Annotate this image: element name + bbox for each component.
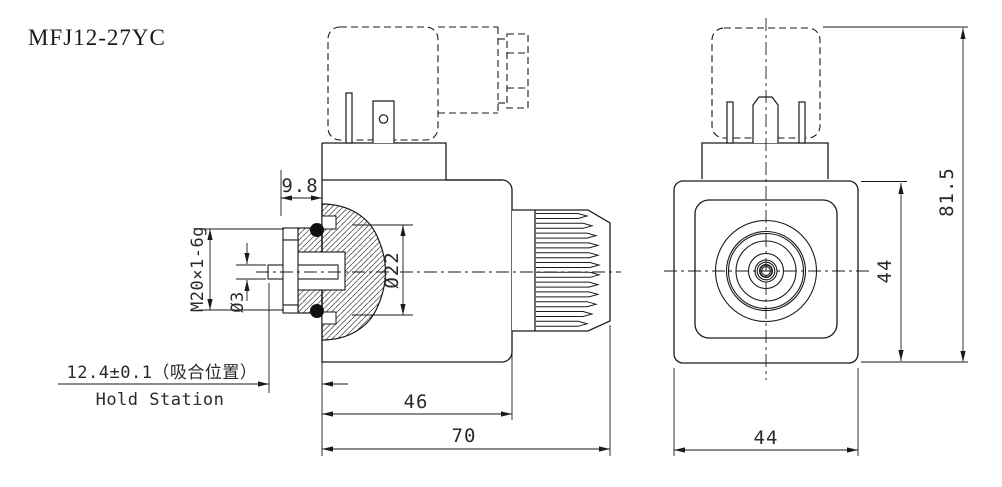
o-ring-bottom [310,304,324,318]
dim-thread: M20×1-6g [188,226,208,312]
front-dimension-arrows [207,195,610,452]
dim-overall-height: 81.5 [936,167,958,217]
terminal-pins [345,92,395,144]
side-top-flange [701,142,829,179]
front-dimensions [58,170,611,456]
dim-tube-diameter: Ø22 [381,251,403,288]
dim-face-height: 44 [874,259,896,284]
dim-hold-station-value: 12.4±0.1（吸合位置） [67,363,258,383]
dim-coil-length: 46 [404,391,429,413]
o-ring-top [310,223,324,237]
side-connector-outline [711,27,821,139]
drawing-title: MFJ12-27YC [28,25,166,50]
side-terminal-pins [726,96,806,144]
dim-hold-station-label: Hold Station [96,390,225,410]
side-dimension-arrows [674,28,966,453]
center-tab [752,96,779,143]
push-pin [267,264,339,280]
hex-plug-face [282,227,299,314]
coil-top-flange [322,142,447,180]
dim-overall-length: 70 [452,425,477,447]
din-connector-outline [327,26,529,141]
knurl-teeth [536,213,601,327]
front-view [58,26,621,456]
side-dimensions [673,26,968,456]
side-view [664,18,968,456]
armature-tube-section [267,203,387,341]
dim-pin-diameter: Ø3 [228,291,248,312]
dimension-labels: 9.8 M20×1-6g Ø3 Ø22 12.4±0.1（吸合位置） Hold … [67,167,958,449]
pin-hole [378,114,389,124]
dim-flange-offset: 9.8 [281,175,318,197]
knurled-knob [512,209,611,332]
side-centerlines [664,18,870,380]
cable-gland [506,33,529,109]
dim-face-width: 44 [754,427,779,449]
